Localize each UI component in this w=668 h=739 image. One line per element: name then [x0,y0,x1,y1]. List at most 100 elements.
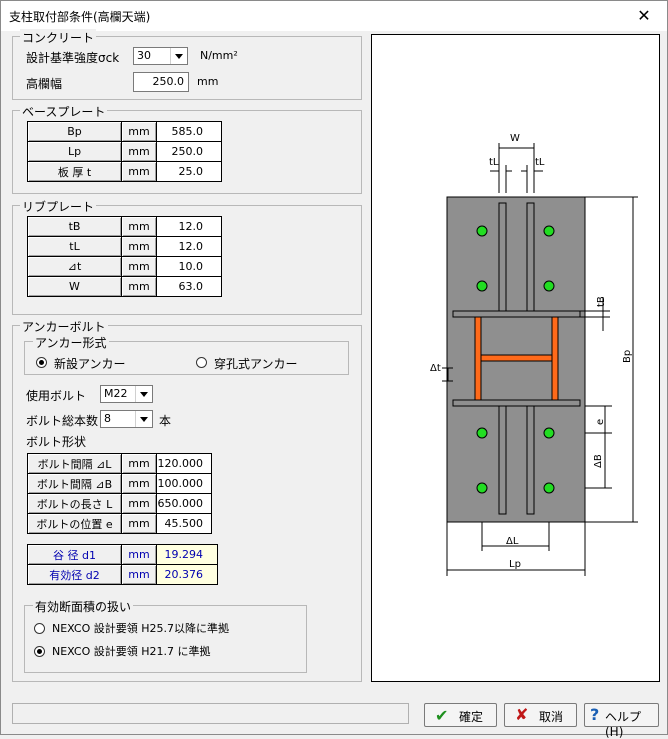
row-value: 19.294 [156,544,218,565]
label-tL-right: tL [535,157,545,168]
row-name: ボルト間隔 ⊿L [27,453,122,474]
row-value[interactable]: 585.0 [156,121,222,142]
row-value[interactable]: 63.0 [156,276,222,297]
bolt-5 [476,427,488,439]
row-value[interactable]: 25.0 [156,161,222,182]
anchor-type-new-radio[interactable] [36,357,47,368]
row-unit: mm [121,453,157,474]
label-tB: tB [596,296,607,307]
table-row: Bp mm 585.0 [27,121,222,142]
chevron-down-icon[interactable] [135,411,152,427]
row-value[interactable]: 120.000 [156,453,212,474]
row-name: ボルトの位置 e [27,513,122,534]
table-row: Lp mm 250.0 [27,141,222,162]
bolt-select[interactable]: M22 [100,385,153,403]
row-value[interactable]: 250.0 [156,141,222,162]
column-flange-right [551,316,559,401]
area-h25-label[interactable]: NEXCO 設計要領 H25.7以降に準拠 [52,622,230,635]
row-name: W [27,276,122,297]
anchor-type-group [24,341,349,375]
ok-button[interactable]: ✔ 確定 [424,703,497,727]
rib-right-upper [526,202,535,312]
strength-value: 30 [137,49,151,62]
row-unit: mm [121,161,157,182]
area-h21-radio[interactable] [34,646,45,657]
rail-width-input[interactable]: 250.0 [133,72,189,92]
row-value[interactable]: 10.0 [156,256,222,277]
flange-bottom [452,399,581,407]
shape-label: ボルト形状 [26,435,87,449]
bolt-4 [543,280,555,292]
row-unit: mm [121,564,157,585]
row-value[interactable]: 12.0 [156,216,222,237]
row-value: 20.376 [156,564,218,585]
area-h21-label[interactable]: NEXCO 設計要領 H21.7 に準拠 [52,645,211,658]
row-name: 板 厚 t [27,161,122,182]
row-name: Bp [27,121,122,142]
row-name: ボルトの長さ L [27,493,122,514]
title-bar: 支柱取付部条件(高欄天端) ✕ [1,1,667,31]
row-value[interactable]: 12.0 [156,236,222,257]
row-name: 有効径 d2 [27,564,122,585]
table-row: ボルトの長さ L mm 650.000 [27,493,212,514]
count-label: ボルト総本数 [26,414,99,428]
row-unit: mm [121,473,157,494]
cancel-button[interactable]: ✘ 取消 [504,703,577,727]
ok-label: 確定 [459,710,484,724]
row-name: tB [27,216,122,237]
label-dt: Δt [430,363,441,374]
anchor-type-drilled-label[interactable]: 穿孔式アンカー [214,357,298,371]
base-plate-diagram: W tL tL tB Bp Δt e ΔB ΔL Lp [430,133,638,576]
label-dL: ΔL [506,536,519,547]
bolt-diameter-table: 谷 径 d1 mm 19.294 有効径 d2 mm 20.376 [27,544,218,585]
diagram-panel: W tL tL tB Bp Δt e ΔB ΔL Lp [371,34,660,682]
label-Bp: Bp [622,350,633,363]
check-icon: ✔ [435,706,449,725]
rib-left-lower [498,405,507,515]
area-group [24,605,307,673]
row-name: 谷 径 d1 [27,544,122,565]
row-name: ⊿t [27,256,122,277]
close-icon[interactable]: ✕ [637,6,651,25]
row-unit: mm [121,276,157,297]
row-value[interactable]: 100.000 [156,473,212,494]
area-h25-radio[interactable] [34,623,45,634]
table-row: 有効径 d2 mm 20.376 [27,564,218,585]
row-unit: mm [121,256,157,277]
bolt-shape-table: ボルト間隔 ⊿L mm 120.000 ボルト間隔 ⊿B mm 100.000 … [27,453,212,534]
bolt-label: 使用ボルト [26,389,87,403]
rib-left-upper [498,202,507,312]
bolt-1 [476,225,488,237]
anchor-type-legend: アンカー形式 [33,334,109,351]
label-W: W [510,133,520,144]
count-unit: 本 [159,414,172,428]
row-unit: mm [121,493,157,514]
chevron-down-icon[interactable] [170,48,187,64]
window-title: 支柱取付部条件(高欄天端) [9,10,151,24]
row-value[interactable]: 650.000 [156,493,212,514]
anchor-type-new-label[interactable]: 新設アンカー [54,357,126,371]
status-bar [12,703,409,724]
help-button[interactable]: ? ヘルプ(H) [584,703,659,739]
dimension-text: W tL tL tB Bp Δt e ΔB ΔL Lp [430,133,633,570]
row-value[interactable]: 45.500 [156,513,212,534]
table-row: 板 厚 t mm 25.0 [27,161,222,182]
table-row: tB mm 12.0 [27,216,222,237]
anchor-group [12,325,362,682]
column-web [480,354,553,362]
anchor-type-drilled-radio[interactable] [196,357,207,368]
cancel-label: 取消 [539,710,564,724]
chevron-down-icon[interactable] [135,386,152,402]
count-select[interactable]: 8 [100,410,153,428]
row-unit: mm [121,544,157,565]
row-unit: mm [121,216,157,237]
strength-select[interactable]: 30 [133,47,188,65]
concrete-legend: コンクリート [20,29,97,46]
area-legend: 有効断面積の扱い [33,598,134,615]
table-row: ⊿t mm 10.0 [27,256,222,277]
bolt-6 [543,427,555,439]
row-name: Lp [27,141,122,162]
rib-plate-group [12,205,362,315]
bolt-value: M22 [104,387,128,400]
bolt-8 [543,482,555,494]
